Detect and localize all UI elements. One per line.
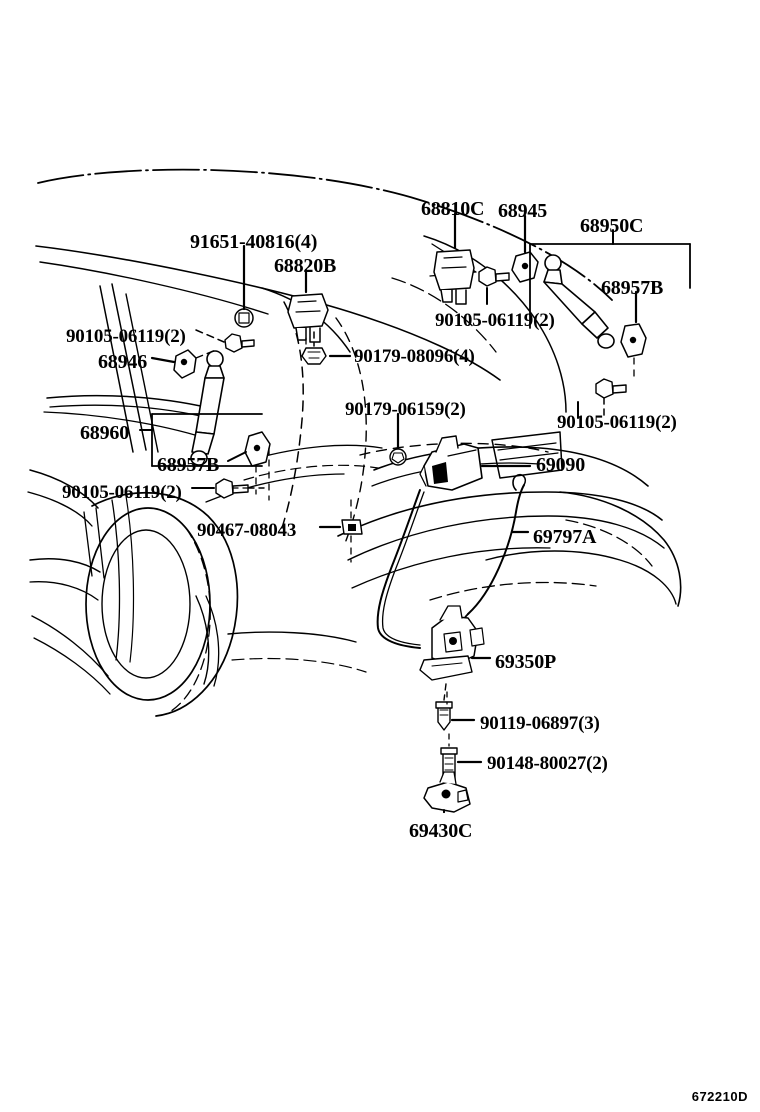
wheel-arch-dashed [165, 527, 211, 715]
rear-fender-upper [337, 491, 663, 537]
tire-inner [101, 529, 191, 679]
rocker-to-rear-dashed [231, 657, 367, 673]
part-69797A-rod [467, 484, 525, 615]
part-90105-06119-bolt-right [595, 378, 627, 399]
back-door-glass-inner [391, 277, 497, 353]
label-69350P: 69350P [495, 651, 557, 673]
part-68945-bracket [511, 251, 539, 283]
part-68946-bracket [173, 349, 197, 379]
bumper-lower-edge [485, 550, 677, 605]
part-68950C-gas-stay [543, 254, 615, 349]
rocker-line-4 [29, 581, 99, 601]
label-68957B-left: 68957B [157, 454, 220, 476]
figure-code: 672210D [691, 1089, 748, 1104]
label-69090: 69090 [536, 454, 586, 476]
c-pillar-line-a [99, 285, 134, 453]
part-90105-06119-bolt-lower [215, 478, 249, 499]
label-90179-06159: 90179-06159(2) [345, 399, 466, 420]
part-90119-06897-bolt [435, 701, 453, 731]
label-68950C: 68950C [580, 215, 644, 237]
leader-90105-left [195, 329, 225, 343]
rear-fender-mid [347, 515, 665, 561]
leader-68957B-left [227, 451, 247, 462]
part-91651-40816-bolt [234, 308, 254, 328]
quarter-glass-lower [46, 394, 219, 411]
wheel-arch-detail-a [195, 595, 210, 685]
rocker-line-3 [29, 557, 101, 573]
body-seam-d [125, 495, 135, 663]
bumper-lower-dashed [429, 581, 597, 601]
quarter-glass-lower-inner [49, 404, 215, 420]
part-68960-gas-stay [190, 350, 225, 466]
label-90105-06119-right: 90105-06119(2) [557, 412, 677, 433]
label-68957B-right: 68957B [601, 277, 664, 299]
label-68820B: 68820B [274, 255, 337, 277]
label-90105-06119-left: 90105-06119(2) [66, 326, 186, 347]
label-68810C: 68810C [421, 198, 485, 220]
part-90179-08096-nut [301, 347, 327, 365]
leader-68946-dash [195, 349, 217, 359]
part-90105-06119-bolt-left [224, 333, 255, 353]
label-90467-08043: 90467-08043 [197, 520, 297, 541]
rear-hatch-lower-edge [373, 446, 649, 487]
label-90105-06119-lower: 90105-06119(2) [62, 482, 182, 503]
quarter-feature-2 [243, 464, 379, 481]
wheel-arch-detail-b [205, 595, 220, 687]
leader-90119-dash [443, 683, 447, 701]
part-90467-08043-clip [341, 519, 363, 535]
tail-lamp-line-1 [497, 442, 557, 451]
roof-outline [37, 168, 613, 301]
label-91651-40816: 91651-40816(4) [190, 231, 318, 253]
part-90179-06159-nut [389, 448, 407, 466]
label-90105-06119-top: 90105-06119(2) [435, 310, 555, 331]
rocker-line-5 [31, 615, 109, 677]
part-68957B-bracket-left [244, 431, 271, 467]
back-door-opening-left-inner [335, 317, 367, 547]
part-68957B-bracket-right [620, 323, 647, 358]
rocker-line-2 [27, 491, 93, 527]
label-68946: 68946 [98, 351, 148, 373]
part-69797A-rod-hook [512, 473, 527, 491]
part-69797A-cable-main [376, 489, 421, 649]
part-69797A-cable-edge [381, 491, 425, 646]
tail-lamp-line-2 [499, 452, 559, 461]
bumper-right-inner [565, 519, 653, 567]
quarter-glass-lower-inner2 [43, 411, 206, 439]
rocker-line-1 [29, 469, 99, 509]
part-90105-06119-bolt-top [478, 266, 510, 287]
part-68810C-hinge [433, 249, 475, 305]
part-69430C-striker [423, 771, 471, 813]
label-90148-80027: 90148-80027(2) [487, 753, 608, 774]
label-90179-08096: 90179-08096(4) [354, 346, 475, 367]
label-69430C: 69430C [409, 820, 473, 842]
back-door-opening-lower [359, 442, 549, 456]
leader-68946 [150, 356, 176, 364]
part-69350P-lock [419, 605, 485, 681]
bumper-right-corner [559, 491, 682, 607]
body-seam-c [111, 499, 121, 661]
body-seam-a [83, 511, 93, 577]
rocker-to-rear [227, 631, 357, 643]
rear-fender-lower [351, 547, 551, 589]
label-90119-06897: 90119-06897(3) [480, 713, 600, 734]
wheel-arch-outer [91, 491, 239, 717]
quarter-window-top [39, 261, 269, 315]
label-68960: 68960 [80, 422, 130, 444]
body-seam-b [95, 507, 105, 579]
label-69797A: 69797A [533, 526, 597, 548]
label-68945: 68945 [498, 200, 548, 222]
part-69090-actuator [419, 435, 483, 491]
part-68820B-hinge [287, 293, 329, 343]
back-door-opening-left [281, 301, 304, 529]
rocker-line-6 [33, 637, 111, 695]
